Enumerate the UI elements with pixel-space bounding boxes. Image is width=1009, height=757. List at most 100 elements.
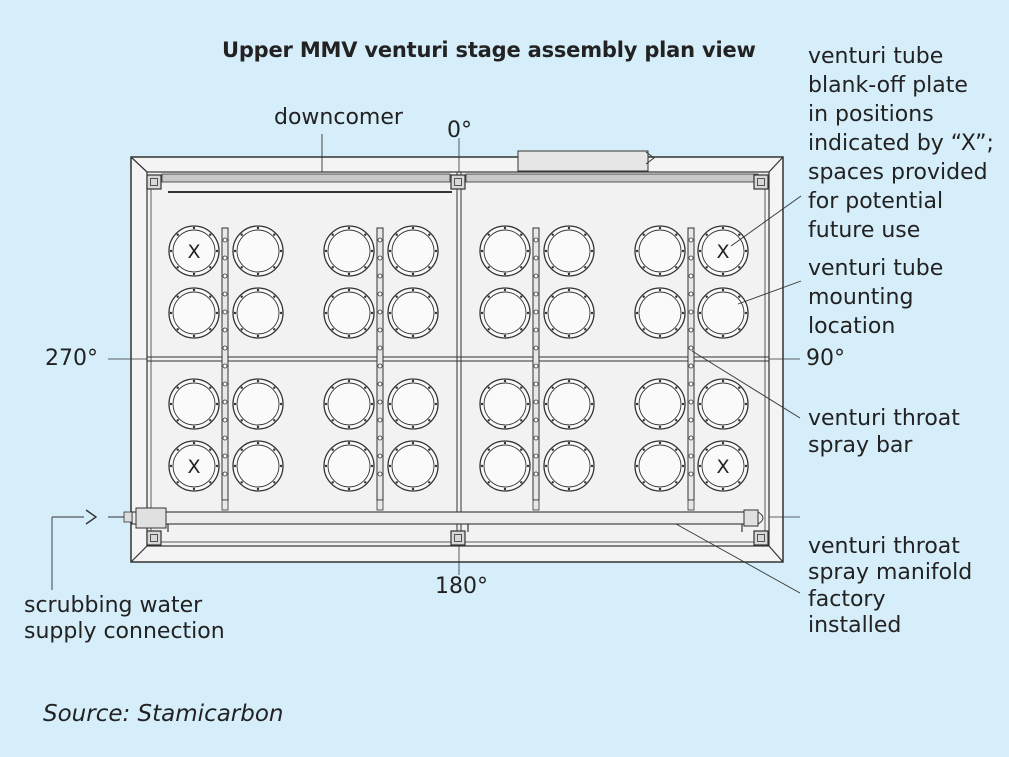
- inner-frame: [146, 171, 770, 547]
- tube-bolt: [721, 272, 725, 276]
- tube-bolt: [434, 402, 438, 406]
- tube-bolt: [584, 448, 587, 451]
- support-post: [146, 174, 162, 190]
- spray-bar-drop: [376, 499, 384, 511]
- spray-nozzle: [533, 435, 539, 441]
- spray-manifold: [131, 511, 755, 525]
- tube-bolt: [428, 448, 431, 451]
- tube-bolt: [370, 249, 374, 253]
- spray-nozzle: [222, 435, 228, 441]
- blank-off-mark: X: [716, 241, 729, 263]
- spray-nozzle: [688, 291, 694, 297]
- tube-bolt: [675, 419, 678, 422]
- tube-bolt: [411, 334, 415, 338]
- label-spray-bar-2: spray bar: [808, 433, 913, 458]
- tube-bolt: [590, 249, 594, 253]
- venturi-tube-inner: [701, 444, 745, 488]
- tube-bolt: [738, 419, 741, 422]
- tube-bolt: [176, 419, 179, 422]
- venturi-tube: [168, 378, 220, 430]
- venturi-tube: [387, 287, 439, 339]
- spray-nozzle: [377, 399, 383, 405]
- tube-bolt: [233, 464, 237, 468]
- tube-bolt: [411, 379, 415, 383]
- spray-nozzle: [533, 363, 539, 369]
- tube-bolt: [215, 249, 219, 253]
- tube-bolt: [176, 266, 179, 269]
- spray-nozzle: [533, 273, 539, 279]
- spray-nozzle: [222, 237, 228, 243]
- tube-bolt: [395, 233, 398, 236]
- tube-bolt: [395, 448, 398, 451]
- label-blank-off-3: in positions: [808, 102, 934, 127]
- tube-bolt: [273, 481, 276, 484]
- venturi-tube-inner: [327, 382, 371, 426]
- tube-bolt: [738, 448, 741, 451]
- venturi-tube-inner: [483, 382, 527, 426]
- tube-bolt: [279, 249, 283, 253]
- tube-bolt: [681, 464, 685, 468]
- spray-nozzle: [377, 255, 383, 261]
- venturi-tube-inner: [327, 444, 371, 488]
- supply-arrow: [85, 509, 98, 525]
- spray-nozzle: [222, 417, 228, 423]
- venturi-tube: [634, 287, 686, 339]
- tube-bolt: [209, 386, 212, 389]
- tube-bolt: [721, 441, 725, 445]
- tube-bolt: [192, 487, 196, 491]
- tube-bolt: [658, 272, 662, 276]
- tube-bolt: [411, 425, 415, 429]
- tube-bolt: [240, 386, 243, 389]
- tube-bolt: [240, 266, 243, 269]
- tube-bolt: [411, 272, 415, 276]
- venturi-tube-inner: [701, 382, 745, 426]
- tube-bolt: [698, 311, 702, 315]
- spray-nozzle: [377, 417, 383, 423]
- tube-bolt: [364, 266, 367, 269]
- tube-bolt: [744, 249, 748, 253]
- tube-bolt: [273, 448, 276, 451]
- venturi-tube-inner: [547, 291, 591, 335]
- venturi-tube-inner: [701, 229, 745, 273]
- spray-nozzle: [688, 237, 694, 243]
- tube-bolt: [721, 334, 725, 338]
- tube-bolt: [744, 402, 748, 406]
- support-post-inner: [757, 534, 765, 542]
- tube-bolt: [331, 386, 334, 389]
- tube-bolt: [233, 249, 237, 253]
- tube-bolt: [169, 464, 173, 468]
- venturi-tube-inner: [483, 444, 527, 488]
- tube-bolt: [584, 328, 587, 331]
- spray-nozzle: [533, 255, 539, 261]
- tube-bolt: [738, 386, 741, 389]
- tube-bolt: [331, 448, 334, 451]
- tube-bolt: [480, 402, 484, 406]
- tube-bolt: [395, 328, 398, 331]
- tube-bolt: [256, 334, 260, 338]
- tube-bolt: [428, 386, 431, 389]
- spray-nozzle: [688, 309, 694, 315]
- tube-bolt: [584, 266, 587, 269]
- tube-bolt: [567, 334, 571, 338]
- tube-bolt: [233, 311, 237, 315]
- venturi-tube-inner: [236, 291, 280, 335]
- tube-bolt: [642, 328, 645, 331]
- venturi-tube-inner: [547, 229, 591, 273]
- tube-bolt: [721, 226, 725, 230]
- tube-bolt: [487, 419, 490, 422]
- tube-bolt: [192, 334, 196, 338]
- spray-nozzle: [377, 435, 383, 441]
- tube-bolt: [169, 249, 173, 253]
- tube-bolt: [675, 328, 678, 331]
- tube-bolt: [705, 448, 708, 451]
- tube-bolt: [388, 464, 392, 468]
- spray-nozzle: [688, 453, 694, 459]
- support-post: [753, 530, 769, 546]
- tube-bolt: [176, 386, 179, 389]
- tube-bolt: [428, 481, 431, 484]
- support-post-inner: [150, 178, 158, 186]
- tube-bolt: [642, 386, 645, 389]
- spray-nozzle: [222, 399, 228, 405]
- venturi-tube: [697, 287, 749, 339]
- tube-bolt: [544, 311, 548, 315]
